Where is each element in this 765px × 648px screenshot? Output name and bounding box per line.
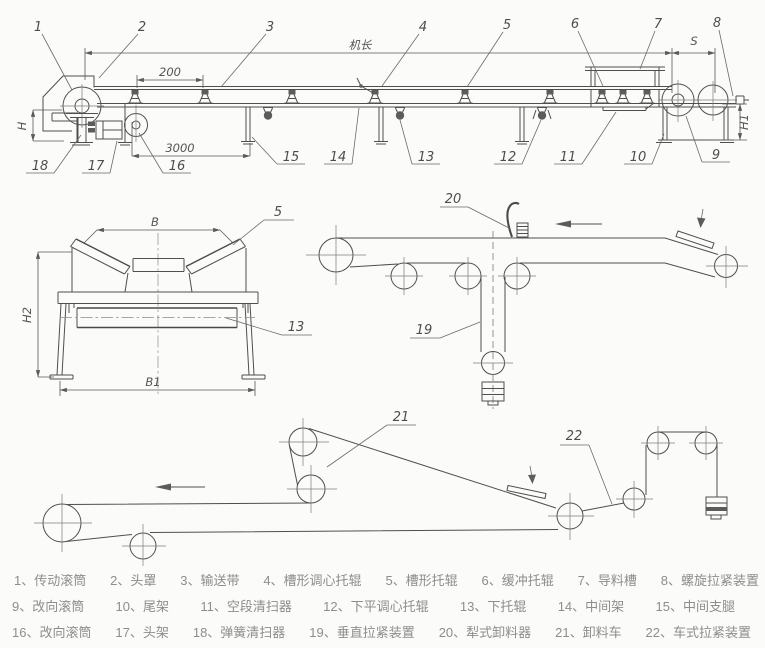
drive-unit [95, 120, 123, 140]
legend-item: 16、改向滚筒 [12, 625, 92, 640]
legend-item: 8、螺旋拉紧装置 [660, 573, 759, 588]
legend-item: 20、犁式卸料器 [438, 625, 532, 640]
callout-12: 12 [500, 150, 517, 165]
callout-18: 18 [32, 159, 49, 174]
counterweight-cart [705, 496, 728, 520]
callout-19: 19 [416, 323, 433, 338]
troughing-idler-set [70, 238, 247, 293]
belt-lines-bottom [65, 428, 625, 542]
belt-and-frame [94, 86, 736, 145]
callout-22: 22 [566, 429, 583, 444]
plow-discharger [506, 201, 529, 238]
dim-h1: H1 [737, 114, 751, 130]
parts-legend: 1、传动滚筒 2、头罩 3、输送带 4、槽形调心托辊 5、槽形托辊 6、缓冲托辊… [0, 566, 765, 646]
legend-item: 1、传动滚筒 [14, 573, 87, 588]
legend-item: 3、输送带 [180, 573, 240, 588]
screw-takeup [735, 95, 749, 105]
legend-item: 22、车式拉紧装置 [645, 625, 751, 640]
legend-item: 2、头罩 [110, 573, 157, 588]
spring-cleaner [88, 121, 95, 126]
legend-item: 12、下平调心托辊 [323, 599, 429, 614]
callout-8: 8 [713, 16, 721, 31]
cross-section-view: B H2 B1 5 13 [20, 205, 312, 397]
tail-frame [656, 107, 734, 143]
legend-row-1: 1、传动滚筒 2、头罩 3、输送带 4、槽形调心托辊 5、槽形托辊 6、缓冲托辊… [0, 566, 765, 594]
legend-item: 5、槽形托辊 [385, 573, 458, 588]
callout-6: 6 [571, 17, 579, 32]
legend-item: 19、垂直拉紧装置 [309, 625, 415, 640]
takeup-schematic-view: 20 19 [306, 192, 748, 409]
head-assembly [42, 75, 148, 146]
loading-chute [585, 66, 665, 107]
legend-row-2: 9、改向滚筒 10、尾架 11、空段清扫器 12、下平调心托辊 13、下托辊 1… [0, 594, 765, 620]
legend-item: 17、头架 [115, 625, 169, 640]
legend-item: 10、尾架 [115, 599, 170, 614]
belt-top-run [336, 237, 719, 255]
takeup-rope [645, 431, 718, 497]
legend-item: 13、下托辊 [459, 599, 527, 614]
callout-9: 9 [712, 148, 720, 163]
conveyor-diagrams: 机长 S 200 3000 H H1 1 2 3 4 5 [15, 16, 751, 566]
dim-b: B [151, 215, 159, 229]
callout-21: 21 [393, 410, 410, 425]
return-idlers [262, 107, 552, 121]
return-roller [60, 307, 255, 329]
side-view-callouts: 1 2 3 4 5 6 7 8 18 17 16 15 14 [26, 16, 734, 174]
belt-direction-arrow-bottom [155, 483, 205, 491]
callout-5-section: 5 [274, 205, 282, 220]
dim-s: S [690, 34, 697, 48]
legend-item: 21、卸料车 [555, 625, 622, 640]
belt-return-run [349, 262, 716, 278]
middle-frame [97, 103, 736, 108]
conveyor-belt [94, 86, 672, 90]
callout-16: 16 [169, 159, 186, 174]
callout-17: 17 [88, 159, 105, 174]
callout-13-section: 13 [288, 320, 305, 335]
legend-item: 4、槽形调心托辊 [263, 573, 362, 588]
legend-item: 18、弹簧清扫器 [192, 625, 286, 640]
callout-15: 15 [283, 150, 300, 165]
callout-5: 5 [503, 18, 511, 33]
side-view: 机长 S 200 3000 H H1 1 2 3 4 5 [15, 16, 751, 174]
belt-direction-arrow [555, 220, 602, 228]
tripper-schematic-view: 21 22 [34, 410, 728, 566]
dim-h2: H2 [20, 307, 34, 323]
legend-item: 7、导料槽 [577, 573, 637, 588]
callout-1: 1 [34, 20, 42, 35]
dim-machine-length: 机长 [349, 38, 373, 52]
callout-3: 3 [266, 20, 274, 35]
dim-3000: 3000 [165, 141, 194, 155]
legend-row-3: 16、改向滚筒 17、头架 18、弹簧清扫器 19、垂直拉紧装置 20、犁式卸料… [0, 620, 765, 646]
legend-item: 11、空段清扫器 [200, 599, 292, 614]
legend-item: 9、改向滚筒 [12, 599, 85, 614]
troughing-idlers [127, 77, 655, 104]
callout-14: 14 [330, 150, 347, 165]
legend-item: 15、中间支腿 [655, 599, 735, 614]
takeup-loop [480, 277, 506, 352]
callout-11: 11 [560, 150, 577, 165]
dim-h: H [15, 121, 29, 130]
legend-item: 14、中间架 [557, 599, 625, 614]
side-view-dimensions: 机长 S 200 3000 H H1 [15, 34, 751, 159]
callout-7: 7 [654, 17, 663, 32]
callout-2: 2 [138, 20, 146, 35]
callout-4: 4 [419, 20, 427, 35]
feed-chute-bottom [506, 465, 547, 500]
dim-b1: B1 [145, 375, 160, 389]
legend-item: 6、缓冲托辊 [481, 573, 554, 588]
feed-chute [675, 208, 715, 250]
callout-13: 13 [418, 150, 435, 165]
callout-20: 20 [445, 192, 462, 207]
empty-section-cleaner [602, 102, 655, 111]
section-frame [49, 291, 266, 380]
counterweight [481, 381, 505, 406]
callout-10: 10 [630, 150, 647, 165]
dim-200: 200 [159, 65, 181, 79]
